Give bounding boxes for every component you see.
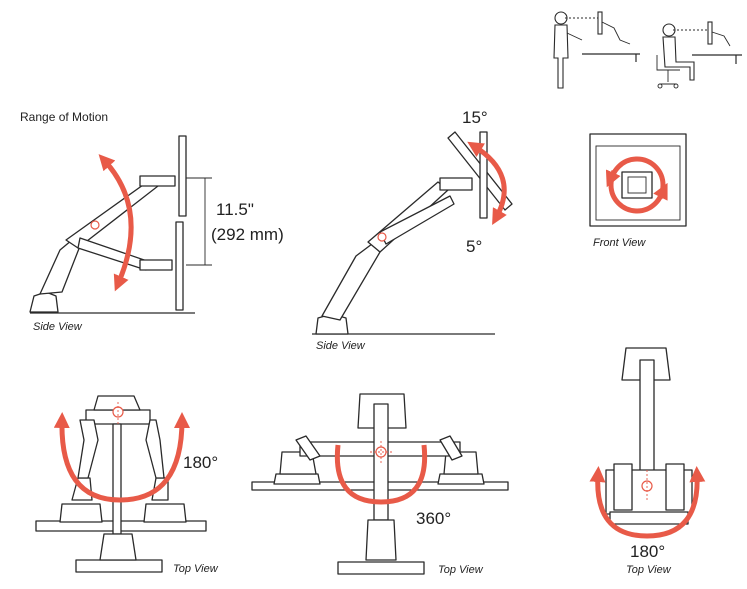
swivel-left-label: 180° (183, 453, 218, 472)
height-mm-label: (292 mm) (211, 225, 284, 244)
side-view-tilt-diagram (312, 131, 513, 335)
tilt-down-label: 5° (466, 237, 482, 256)
side-view-label: Side View (33, 321, 83, 333)
front-view-label: Front View (593, 237, 646, 249)
top-view-right-diagram (589, 347, 706, 539)
top-view-left-diagram (35, 395, 207, 573)
height-inches-label: 11.5" (216, 200, 254, 219)
top-view-right-label: Top View (626, 564, 672, 576)
top-view-center-label: Top View (438, 564, 484, 576)
top-view-center-diagram (251, 393, 509, 575)
tilt-side-view-label: Side View (316, 340, 366, 352)
seated-person-icon (656, 21, 742, 89)
top-view-left-label: Top View (173, 563, 219, 575)
front-view-diagram (589, 133, 687, 227)
range-title: Range of Motion (20, 110, 108, 124)
tilt-up-label: 15° (462, 108, 488, 127)
standing-person-icon (553, 11, 640, 89)
side-view-height-diagram (29, 135, 212, 314)
swivel-center-label: 360° (416, 509, 451, 528)
swivel-right-label: 180° (630, 542, 665, 561)
